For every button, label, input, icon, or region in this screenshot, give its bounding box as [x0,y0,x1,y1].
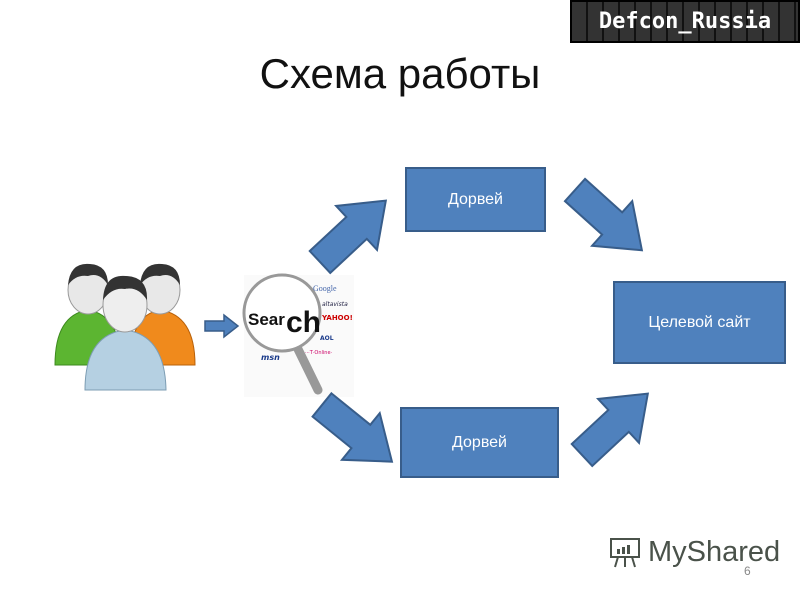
page-number: 6 [744,564,751,578]
myshared-watermark: MyShared [608,535,780,569]
target-site-box: Целевой сайт [613,281,786,364]
user-blue [84,275,167,391]
arrow-search-to-doorway-bottom [302,380,412,486]
svg-text:ch: ch [286,306,321,339]
doorway-bottom-box: Дорвей [400,407,559,478]
logo-text: Defcon_Russia [598,9,772,34]
svg-text:Google: Google [313,284,337,293]
doorway-top-box: Дорвей [405,167,546,232]
svg-text:AOL: AOL [320,335,334,342]
arrow-doorway-bottom-to-target [560,370,670,478]
slide-title: Схема работы [259,50,541,97]
svg-text:Sear: Sear [248,310,285,329]
svg-text:msn: msn [261,353,280,362]
svg-text:···T·Online·: ···T·Online· [305,350,333,356]
svg-text:altavista: altavista [322,301,348,308]
arrow-doorway-top-to-target [553,166,663,274]
defcon-russia-logo: Defcon_Russia [570,0,800,43]
arrow-search-to-doorway-top [298,177,408,285]
users-icon [54,263,196,391]
watermark-text: MyShared [648,535,781,568]
svg-text:YAHOO!: YAHOO! [321,314,353,322]
presentation-board-icon [610,538,640,568]
arrow-users-to-search [204,313,240,339]
search-engines-image: Sear ch Google altavista YAHOO! AOL ···T… [242,273,354,397]
